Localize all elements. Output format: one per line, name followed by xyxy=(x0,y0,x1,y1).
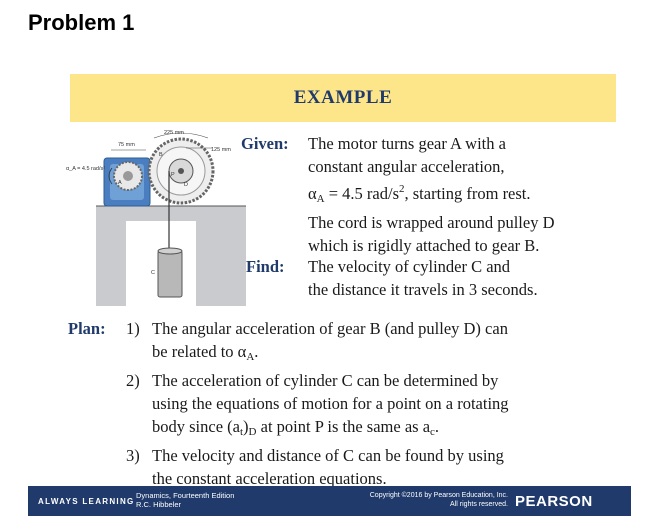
cylinder-c xyxy=(157,247,183,298)
plan-item-1-line-2: be related to αA. xyxy=(152,340,596,369)
book-author: R.C. Hibbeler xyxy=(136,500,182,509)
dim-right-label: 125 mm xyxy=(211,147,231,153)
plan-item-2-sub-t: t xyxy=(239,426,244,438)
plan-item-3-line-2: the constant acceleration equations. xyxy=(152,469,387,488)
dimension-lines xyxy=(111,132,212,151)
label-c: C xyxy=(151,270,155,276)
plan-item-2-line-2: using the equations of motion for a poin… xyxy=(152,394,509,413)
always-learning-text: ALWAYS LEARNING xyxy=(38,497,135,506)
find-line-2: the distance it travels in 3 seconds. xyxy=(308,280,538,299)
find-line-1: The velocity of cylinder C and xyxy=(308,257,511,276)
plan-item-1-end: . xyxy=(254,342,259,361)
given-alpha: α xyxy=(308,184,317,203)
given-text: The motor turns gear A with a constant a… xyxy=(308,132,638,257)
plan-item-3-line-1: The velocity and distance of C can be fo… xyxy=(152,446,504,465)
dim-top-label: 225 mm xyxy=(164,130,184,136)
plan-list: 1) The angular acceleration of gear B (a… xyxy=(126,317,596,490)
plan-item-2: 2) The acceleration of cylinder C can be… xyxy=(126,369,596,444)
plan-item-1-line-1: The angular acceleration of gear B (and … xyxy=(152,319,508,338)
book-title: Dynamics, Fourteenth Edition xyxy=(136,491,235,500)
given-line-4: The cord is wrapped around pulley D xyxy=(308,213,555,232)
given-label: Given: xyxy=(241,134,289,153)
plan-item-2-text: body since (a xyxy=(152,417,240,436)
plan-item-2-paren: ) xyxy=(243,417,249,436)
page-heading: Problem 1 xyxy=(28,10,135,35)
plan-item-1-text: be related to α xyxy=(152,342,247,361)
given-line-2: constant angular acceleration, xyxy=(308,157,505,176)
plan-item-2-text-2: at point P is the same as a xyxy=(256,417,431,436)
slide-footer: ALWAYS LEARNING Dynamics, Fourteenth Edi… xyxy=(28,486,631,516)
plan-item-3: 3) The velocity and distance of C can be… xyxy=(126,444,596,490)
plan-item-2-number: 2) xyxy=(126,371,140,390)
rights-line: All rights reserved. xyxy=(450,501,508,508)
given-eq: = 4.5 rad/s xyxy=(324,184,399,203)
gear-a xyxy=(113,161,143,191)
plan-item-2-sub-d: D xyxy=(248,426,257,438)
plan-item-2-end: . xyxy=(434,417,440,436)
alpha-arrow-icon xyxy=(108,167,113,185)
plan-item-2-line-3: body since (at)D at point P is the same … xyxy=(152,415,596,444)
copyright-notice: Copyright ©2016 by Pearson Education, In… xyxy=(363,491,508,509)
given-alpha-sub: A xyxy=(316,193,325,205)
find-text: The velocity of cylinder C and the dista… xyxy=(308,255,628,301)
plan-label: Plan: xyxy=(68,319,106,338)
plan-item-1: 1) The angular acceleration of gear B (a… xyxy=(126,317,596,369)
copyright-line: Copyright ©2016 by Pearson Education, In… xyxy=(369,492,508,499)
alpha-label: α_A = 4.5 rad/s² xyxy=(66,166,105,172)
label-d: D xyxy=(184,182,188,188)
example-banner: EXAMPLE xyxy=(70,74,616,122)
given-sup: 2 xyxy=(399,183,405,195)
banner-title: EXAMPLE xyxy=(293,87,393,108)
plan-item-1-number: 1) xyxy=(126,319,140,338)
label-b: B xyxy=(159,152,163,158)
plan-item-3-number: 3) xyxy=(126,446,140,465)
given-line-3: αA = 4.5 rad/s2, starting from rest. xyxy=(308,178,638,211)
given-line-5: which is rigidly attached to gear B. xyxy=(308,236,540,255)
plan-item-2-line-1: The acceleration of cylinder C can be de… xyxy=(152,371,499,390)
slide: EXAMPLE xyxy=(28,68,631,516)
gear-pulley-figure: 225 mm 75 mm 125 mm α_A = 4.5 rad/s² A B… xyxy=(66,130,246,306)
find-label: Find: xyxy=(246,257,285,276)
given-line-1: The motor turns gear A with a xyxy=(308,134,506,153)
dim-left-label: 75 mm xyxy=(118,142,135,148)
label-p: P xyxy=(171,172,175,178)
book-credit: Dynamics, Fourteenth Edition R.C. Hibbel… xyxy=(136,491,234,509)
pulley-d xyxy=(168,158,194,184)
given-rest: , starting from rest. xyxy=(404,184,531,203)
plan-item-1-sub: A xyxy=(246,351,255,363)
plan-item-2-sub-c: c xyxy=(430,426,435,438)
label-a: A xyxy=(118,180,122,186)
pearson-logo: PEARSON xyxy=(515,493,593,510)
